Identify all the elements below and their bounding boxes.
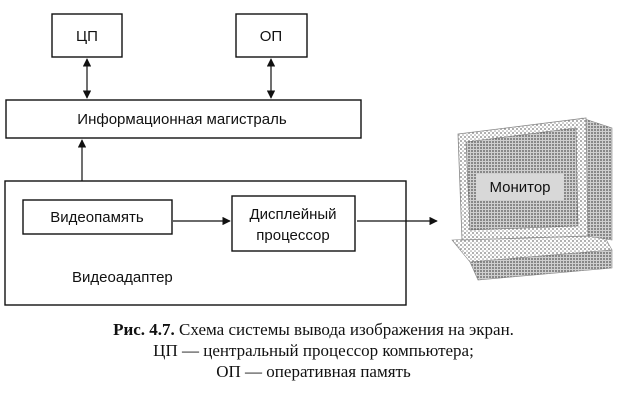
figure-caption: Рис. 4.7. Схема системы вывода изображен…	[0, 319, 627, 382]
vram-node: Видеопамять	[22, 199, 173, 235]
figure-label: Рис. 4.7.	[113, 320, 175, 339]
monitor-illustration: Монитор	[451, 117, 613, 281]
caption-line-3: ОП — оперативная память	[216, 362, 411, 381]
bus-node: Информационная магистраль	[5, 99, 362, 139]
display-processor-node: Дисплейный процессор	[231, 195, 356, 252]
video-adapter-label: Видеоадаптер	[72, 269, 173, 286]
monitor-label: Монитор	[489, 179, 550, 196]
display-processor-label-line2: процессор	[256, 227, 329, 244]
cpu-node: ЦП	[51, 13, 123, 58]
caption-line-1: Рис. 4.7. Схема системы вывода изображен…	[0, 319, 627, 340]
display-processor-label-line1: Дисплейный	[249, 206, 336, 223]
vram-label: Видеопамять	[50, 209, 144, 226]
cpu-label: ЦП	[76, 28, 98, 45]
caption-line-2: ЦП — центральный процессор компьютера;	[153, 341, 474, 360]
bus-label: Информационная магистраль	[77, 111, 287, 128]
ram-label: ОП	[260, 28, 282, 45]
caption-title: Схема системы вывода изображения на экра…	[179, 320, 514, 339]
ram-node: ОП	[235, 13, 308, 58]
